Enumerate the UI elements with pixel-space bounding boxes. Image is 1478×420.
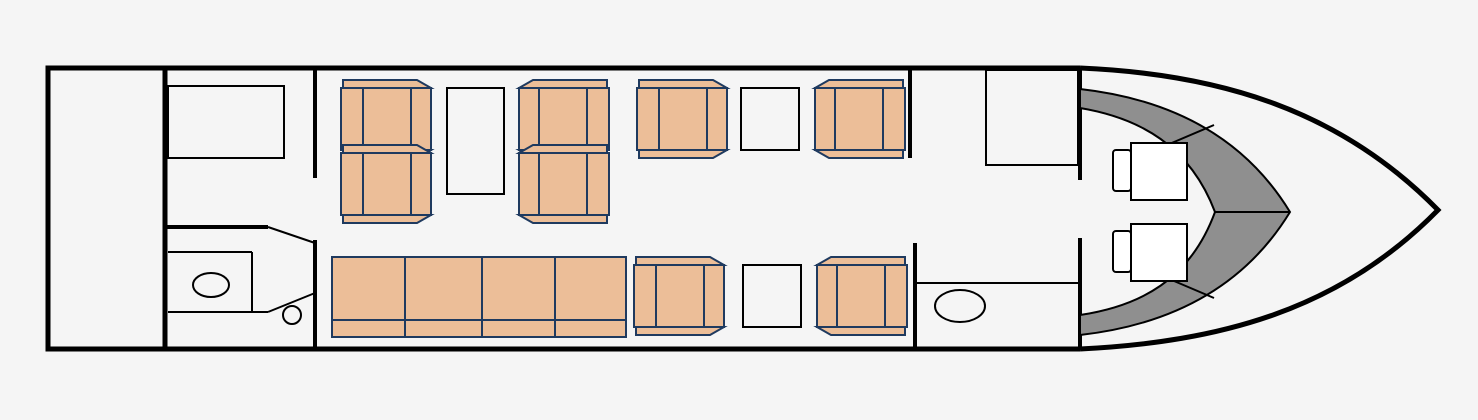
sink-icon — [282, 305, 302, 325]
club-table — [446, 87, 505, 195]
fuselage-outline — [45, 65, 1442, 352]
pilot-seat-icon — [1112, 142, 1188, 201]
sink-icon — [934, 289, 986, 323]
pilot-seat-icon — [1112, 223, 1188, 282]
aft-club-seating — [340, 79, 610, 224]
galley-cabinet — [985, 69, 1079, 166]
rear-section — [162, 68, 317, 349]
side-table — [740, 87, 800, 151]
side-table — [742, 264, 802, 328]
toilet-icon — [192, 272, 230, 298]
forward-section — [908, 68, 1082, 349]
cockpit — [1079, 87, 1292, 337]
forward-seating-top — [636, 79, 906, 159]
lavatory-door — [267, 226, 316, 244]
rear-storage-cabinet — [167, 85, 285, 159]
sofa-icon — [331, 256, 627, 338]
forward-seating-bottom — [633, 256, 908, 336]
